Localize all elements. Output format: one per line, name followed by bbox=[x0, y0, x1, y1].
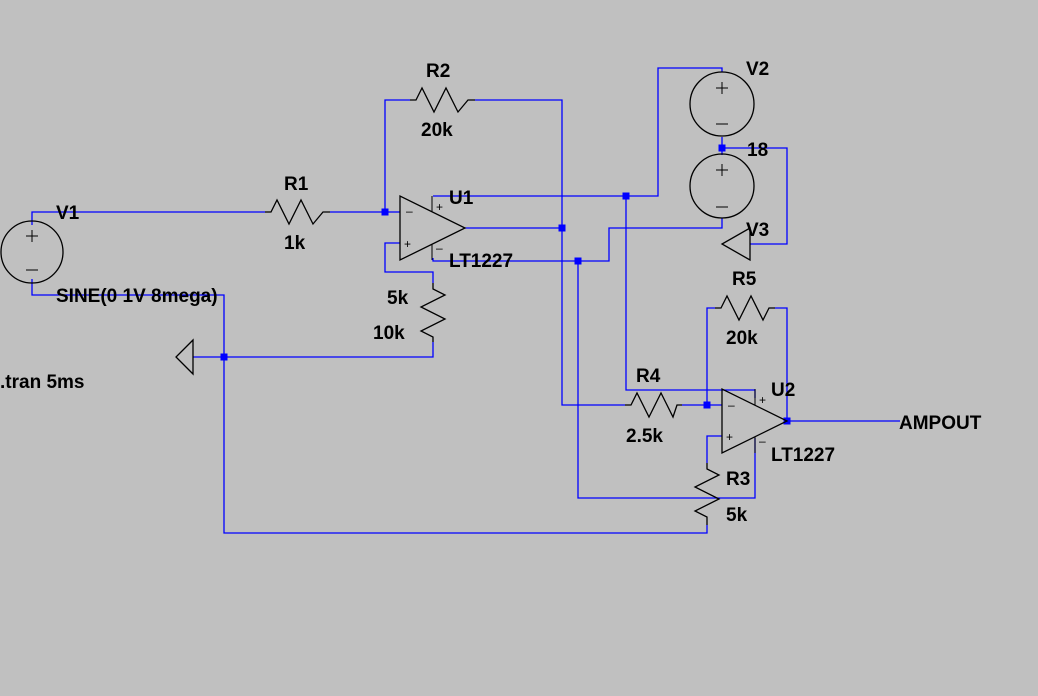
resistor-rg[interactable]: 5k 10k bbox=[373, 283, 447, 344]
wire-r2-right[interactable] bbox=[475, 99, 563, 228]
resistor-icon bbox=[625, 391, 682, 419]
wire-vminus-u2[interactable] bbox=[577, 261, 756, 499]
u1-minus-sign: – bbox=[406, 204, 413, 218]
resistor-icon bbox=[693, 463, 721, 525]
opamp-icon bbox=[721, 387, 789, 455]
u2-part-label: LT1227 bbox=[771, 445, 835, 466]
junction-dot[interactable] bbox=[558, 224, 566, 232]
u2-minus-sign: – bbox=[728, 398, 735, 412]
wire-u2-plus[interactable] bbox=[706, 435, 722, 463]
ground-v3[interactable] bbox=[720, 226, 751, 262]
r1-name-label: R1 bbox=[284, 174, 309, 195]
r4-value-label: 2.5k bbox=[626, 426, 663, 447]
opamp-u2[interactable]: – + + – U2 LT1227 bbox=[721, 380, 835, 466]
wire-v3-gnd[interactable] bbox=[722, 147, 788, 245]
spice-directive-tran[interactable]: .tran 5ms bbox=[0, 372, 84, 393]
r3-value-label: 5k bbox=[726, 505, 748, 526]
junction-dot[interactable] bbox=[220, 353, 228, 361]
r5-value-label: 20k bbox=[726, 328, 758, 349]
rg-value-label-1: 5k bbox=[387, 288, 409, 309]
rg-value-label-2: 10k bbox=[373, 323, 405, 344]
resistor-icon bbox=[715, 294, 775, 322]
r5-name-label: R5 bbox=[732, 269, 757, 290]
resistor-r4[interactable]: R4 2.5k bbox=[625, 366, 682, 447]
wire-u1-plus[interactable] bbox=[384, 242, 434, 283]
resistor-r5[interactable]: R5 20k bbox=[715, 269, 775, 349]
wire-u1-vminus[interactable] bbox=[432, 218, 723, 262]
junction-dot[interactable] bbox=[381, 208, 389, 216]
source-v1[interactable]: V1 SINE(0 1V 8mega) bbox=[0, 203, 218, 307]
r4-name-label: R4 bbox=[636, 366, 661, 387]
resistor-icon bbox=[419, 283, 447, 342]
resistor-r3[interactable]: R3 5k bbox=[693, 463, 750, 526]
resistor-r2[interactable]: R2 20k bbox=[410, 61, 475, 141]
resistor-icon bbox=[265, 198, 330, 226]
wire-u1out-r4[interactable] bbox=[561, 228, 625, 406]
u1-vminus-sign: – bbox=[436, 241, 443, 255]
v2-name-label: V2 bbox=[746, 59, 769, 80]
v2-value-label: 18 bbox=[747, 140, 768, 161]
ground-icon bbox=[720, 226, 751, 262]
wire-gnd-r3[interactable] bbox=[223, 357, 708, 534]
wires bbox=[31, 67, 900, 534]
u1-part-label: LT1227 bbox=[449, 251, 513, 272]
opamp-u1[interactable]: – + + – U1 LT1227 bbox=[399, 188, 513, 272]
u1-plus-sign: + bbox=[404, 237, 411, 251]
wire-r5-left[interactable] bbox=[706, 307, 715, 405]
voltage-source-icon bbox=[689, 71, 755, 137]
u2-vplus-sign: + bbox=[759, 393, 766, 407]
resistor-icon bbox=[410, 86, 475, 114]
wire-vplus-v2[interactable] bbox=[626, 67, 723, 197]
wire-r5-right[interactable] bbox=[775, 307, 788, 421]
wire-v1-bottom[interactable] bbox=[31, 279, 225, 357]
r2-value-label: 20k bbox=[421, 120, 453, 141]
v1-name-label: V1 bbox=[56, 203, 80, 224]
r1-value-label: 1k bbox=[284, 233, 306, 254]
r3-name-label: R3 bbox=[726, 469, 750, 490]
wire-r2-left[interactable] bbox=[384, 99, 410, 212]
r2-name-label: R2 bbox=[426, 61, 450, 82]
resistor-r1[interactable]: R1 1k bbox=[265, 174, 330, 254]
junction-dot[interactable] bbox=[622, 192, 630, 200]
source-v2[interactable]: V2 18 bbox=[689, 59, 769, 161]
voltage-source-icon bbox=[689, 153, 755, 219]
junction-dot[interactable] bbox=[718, 144, 726, 152]
u2-plus-sign: + bbox=[726, 430, 733, 444]
v1-value-label: SINE(0 1V 8mega) bbox=[56, 286, 218, 307]
u1-name-label: U1 bbox=[449, 188, 474, 209]
v3-name-label: V3 bbox=[746, 220, 769, 241]
ground-icon bbox=[175, 338, 194, 376]
ground-left[interactable] bbox=[175, 338, 194, 376]
u2-name-label: U2 bbox=[771, 380, 795, 401]
opamp-icon bbox=[399, 194, 467, 262]
net-label-ampout[interactable]: AMPOUT bbox=[899, 413, 982, 434]
wire-rg-gnd[interactable] bbox=[224, 342, 434, 358]
junction-dot[interactable] bbox=[574, 257, 582, 265]
source-v3[interactable]: V3 bbox=[689, 153, 769, 241]
u1-vplus-sign: + bbox=[436, 200, 443, 214]
junction-dot[interactable] bbox=[703, 401, 711, 409]
u2-vminus-sign: – bbox=[759, 434, 766, 448]
voltage-source-icon bbox=[0, 220, 64, 284]
